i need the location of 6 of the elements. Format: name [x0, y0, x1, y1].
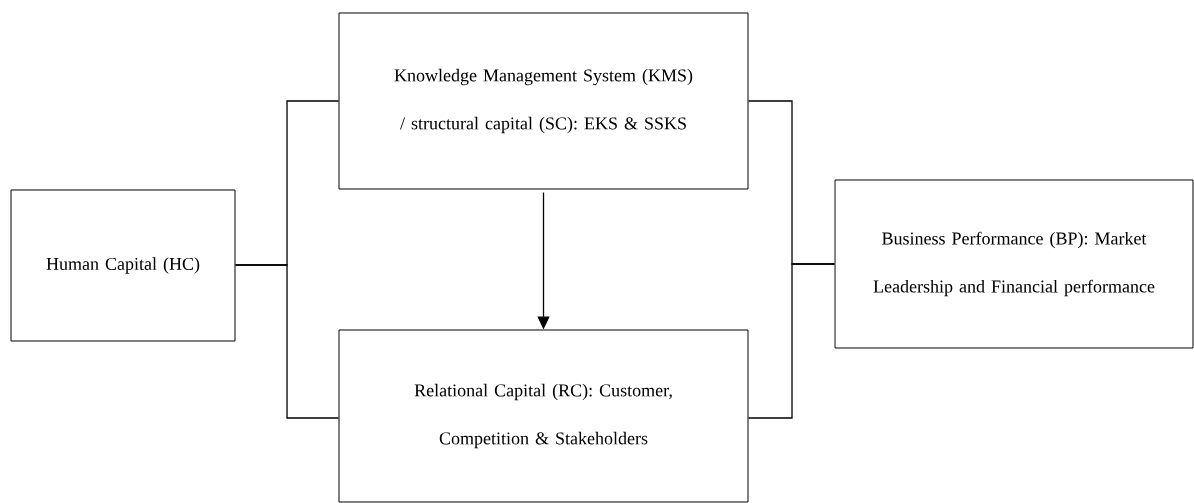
text-box: Human Capital (HC)	[10, 189, 236, 342]
connector	[234, 264, 340, 419]
text-box: Relational Capital (RC): Customer, Competition & Stakeholders	[338, 329, 749, 503]
text-box: Business Performance (BP): Market Leadership and Financial performance	[834, 179, 1194, 349]
connector	[747, 263, 836, 419]
text-box: Knowledge Management System (KMS) / structural capital (SC): EKS & SSKS	[338, 12, 749, 190]
